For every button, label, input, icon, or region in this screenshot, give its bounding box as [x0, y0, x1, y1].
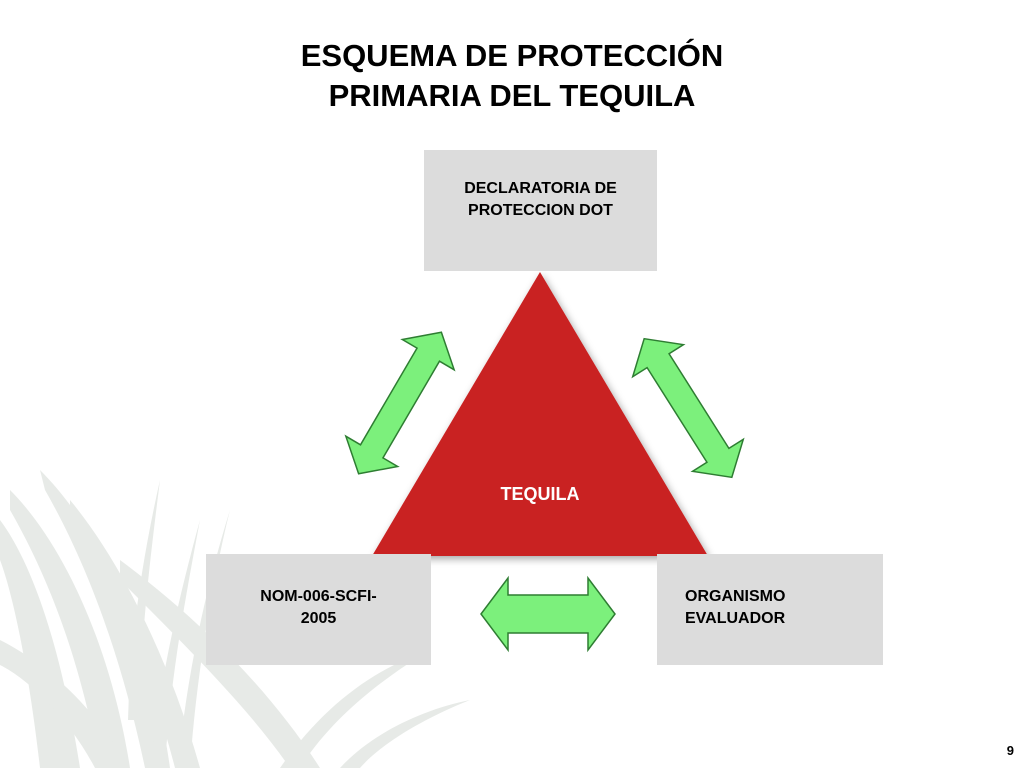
agave-leaf	[0, 640, 130, 768]
node-nom: NOM-006-SCFI- 2005	[206, 554, 431, 665]
node-nom-line-1: NOM-006-SCFI-	[260, 588, 377, 605]
node-organismo-line-2: EVALUADOR	[685, 610, 786, 627]
double-arrow-right	[631, 337, 745, 479]
slide-title-line-2: PRIMARIA DEL TEQUILA	[328, 78, 696, 113]
page-number: 9	[1006, 743, 1014, 758]
node-declaratoria: DECLARATORIA DE PROTECCION DOT	[424, 150, 657, 271]
slide-title: ESQUEMA DE PROTECCIÓN PRIMARIA DEL TEQUI…	[212, 36, 812, 116]
agave-leaf	[280, 650, 430, 768]
node-organismo-line-1: ORGANISMO	[685, 588, 786, 605]
double-arrow-left	[344, 331, 456, 475]
double-arrow-bottom	[480, 575, 616, 653]
node-nom-line-2: 2005	[300, 610, 337, 627]
node-organismo: ORGANISMO EVALUADOR	[657, 554, 883, 665]
agave-leaf	[150, 520, 200, 768]
tequila-triangle	[372, 272, 708, 556]
tequila-label: TEQUILA	[500, 484, 580, 504]
agave-leaf	[10, 490, 130, 768]
slide-title-line-1: ESQUEMA DE PROTECCIÓN	[300, 38, 724, 73]
node-declaratoria-line-2: PROTECCION DOT	[468, 202, 613, 219]
agave-leaf	[340, 700, 470, 768]
node-declaratoria-line-1: DECLARATORIA DE	[464, 180, 617, 197]
agave-leaf	[128, 480, 160, 720]
